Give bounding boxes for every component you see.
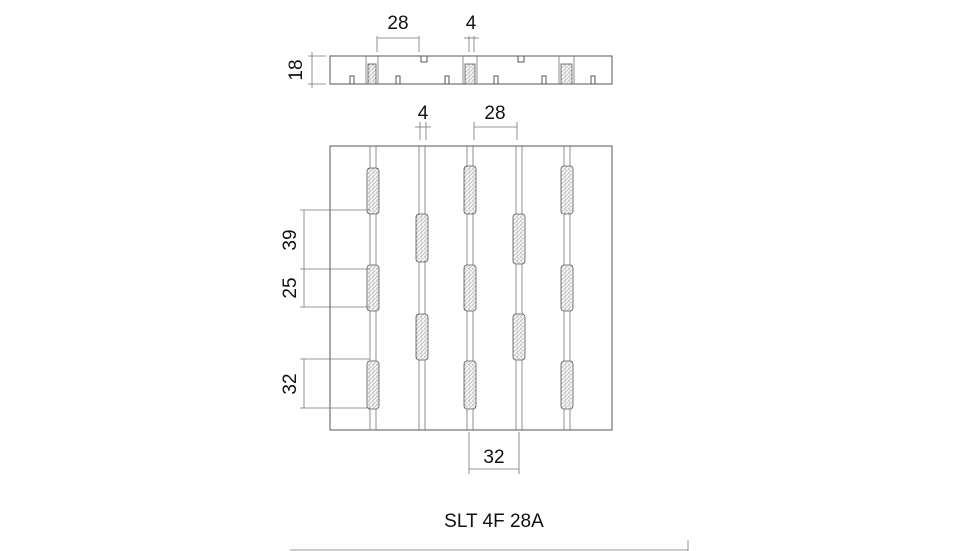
plan-insert [560,264,574,312]
dim-label-spacing-c: 32 [280,373,301,394]
plan-insert [512,313,526,361]
section-details [349,56,596,85]
section-groove [420,56,428,63]
section-slot [349,75,355,85]
section-slot [395,75,401,85]
section-slot [493,75,499,85]
plan-insert [415,313,429,361]
dim-label-section-width: 28 [387,13,408,34]
section-insert [560,63,573,85]
dim-label-spacing-b: 25 [280,277,301,298]
plan-insert [366,264,380,312]
plan-outline [329,145,613,431]
plan-insert [463,360,477,410]
plan-view [329,145,613,431]
dim-section-height: 18 [286,52,326,88]
plan-insert [463,264,477,312]
dim-label-plan-width: 28 [484,103,505,124]
section-insert [464,63,476,85]
drawing-title: SLT 4F 28A [444,511,544,532]
dim-label-spacing-a: 39 [280,229,301,250]
plan-insert [560,165,574,215]
section-slot [444,75,450,85]
dim-label-section-gap: 4 [466,13,477,34]
plan-insert [560,360,574,410]
plan-insert [366,360,380,410]
plan-insert [415,213,429,263]
dim-plan-width: 28 [473,103,518,140]
dim-left-chain [300,209,370,409]
section-insert [367,63,377,85]
section-view [329,55,613,85]
dim-label-bottom-width: 32 [483,447,504,468]
plan-insert [366,167,380,215]
plan-insert [512,213,526,265]
dim-label-section-height: 18 [286,59,307,80]
dim-label-plan-gap: 4 [418,103,429,124]
plan-details [366,146,574,430]
dim-bottom-width: 32 [468,432,520,474]
dim-section-width: 28 [376,13,420,52]
section-slot [541,75,547,85]
section-groove [517,56,525,63]
section-slot [590,75,596,85]
plan-insert [463,165,477,215]
dim-plan-gap: 4 [415,103,431,140]
dim-section-gap: 4 [464,13,479,52]
